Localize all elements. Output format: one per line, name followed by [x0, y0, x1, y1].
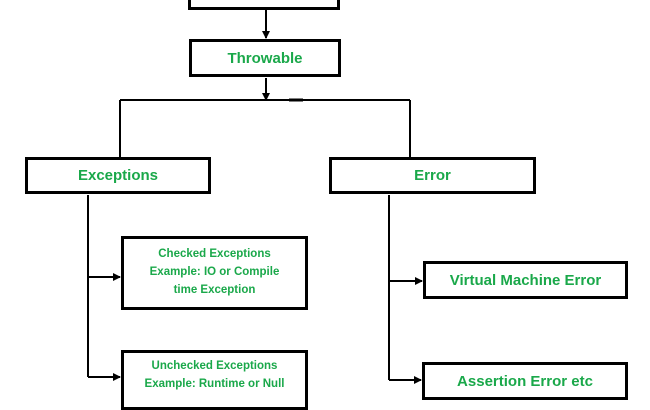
node-vme-label: Virtual Machine Error — [449, 271, 602, 289]
node-exceptions-label: Exceptions — [77, 167, 159, 184]
node-checked-line-1: Checked Exceptions — [158, 248, 271, 261]
node-throwable: Throwable — [189, 39, 341, 77]
node-error-label: Error — [414, 167, 451, 184]
node-assertion-label: Assertion Error etc — [457, 372, 593, 390]
node-assertion-error: Assertion Error etc — [422, 362, 628, 400]
node-unchecked-line-2: Example: Runtime or Null — [144, 377, 285, 390]
node-throwable-label: Throwable — [227, 49, 303, 67]
connector-lines — [87, 10, 423, 384]
node-checked-exceptions: Checked Exceptions Example: IO or Compil… — [121, 236, 308, 310]
node-checked-line-3: time Exception — [173, 283, 256, 296]
node-virtual-machine-error: Virtual Machine Error — [423, 261, 628, 299]
node-root — [188, 0, 340, 10]
node-unchecked-line-1: Unchecked Exceptions — [151, 360, 278, 372]
node-checked-line-2: Example: IO or Compile — [149, 266, 280, 279]
node-unchecked-exceptions: Unchecked Exceptions Example: Runtime or… — [121, 350, 308, 410]
node-exceptions: Exceptions — [25, 157, 211, 194]
node-error: Error — [329, 157, 536, 194]
